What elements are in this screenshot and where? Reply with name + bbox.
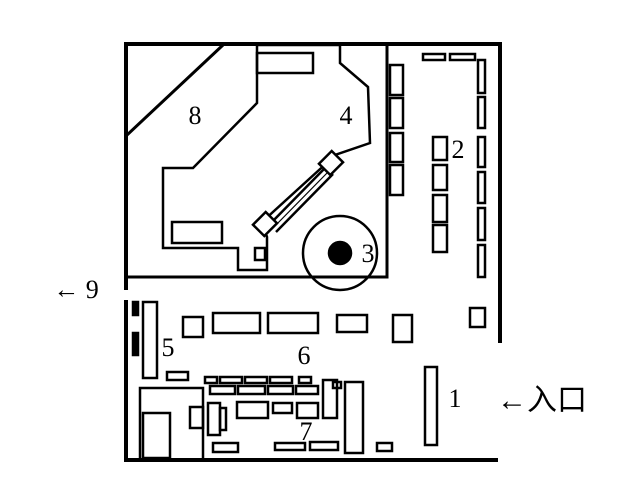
equipment bbox=[255, 51, 315, 75]
area-8-boundary bbox=[125, 43, 225, 137]
label-area-1: 1 bbox=[448, 384, 462, 413]
label-area-3: 3 bbox=[361, 239, 375, 268]
label-area-6: 6 bbox=[297, 341, 311, 370]
equipment bbox=[170, 220, 224, 245]
label-area-2: 2 bbox=[451, 135, 465, 164]
area-1-equipment bbox=[423, 365, 439, 447]
label-area-5: 5 bbox=[161, 333, 175, 362]
label-area-4: 4 bbox=[339, 101, 353, 130]
equipment bbox=[253, 246, 267, 262]
area-3-dot bbox=[327, 240, 353, 266]
label-exit-9: ← 9 bbox=[53, 275, 99, 304]
label-area-7: 7 bbox=[299, 417, 313, 446]
label-entrance: ←入口 bbox=[497, 384, 587, 417]
label-area-8: 8 bbox=[188, 101, 202, 130]
area-7-equipment bbox=[138, 378, 394, 462]
area-2-racks bbox=[388, 52, 487, 279]
area-4-outline bbox=[161, 43, 372, 272]
area-5-6-equipment bbox=[131, 300, 487, 396]
room-partition bbox=[125, 43, 389, 279]
area-3-circle bbox=[301, 214, 379, 292]
conveyor-machine bbox=[251, 149, 345, 238]
